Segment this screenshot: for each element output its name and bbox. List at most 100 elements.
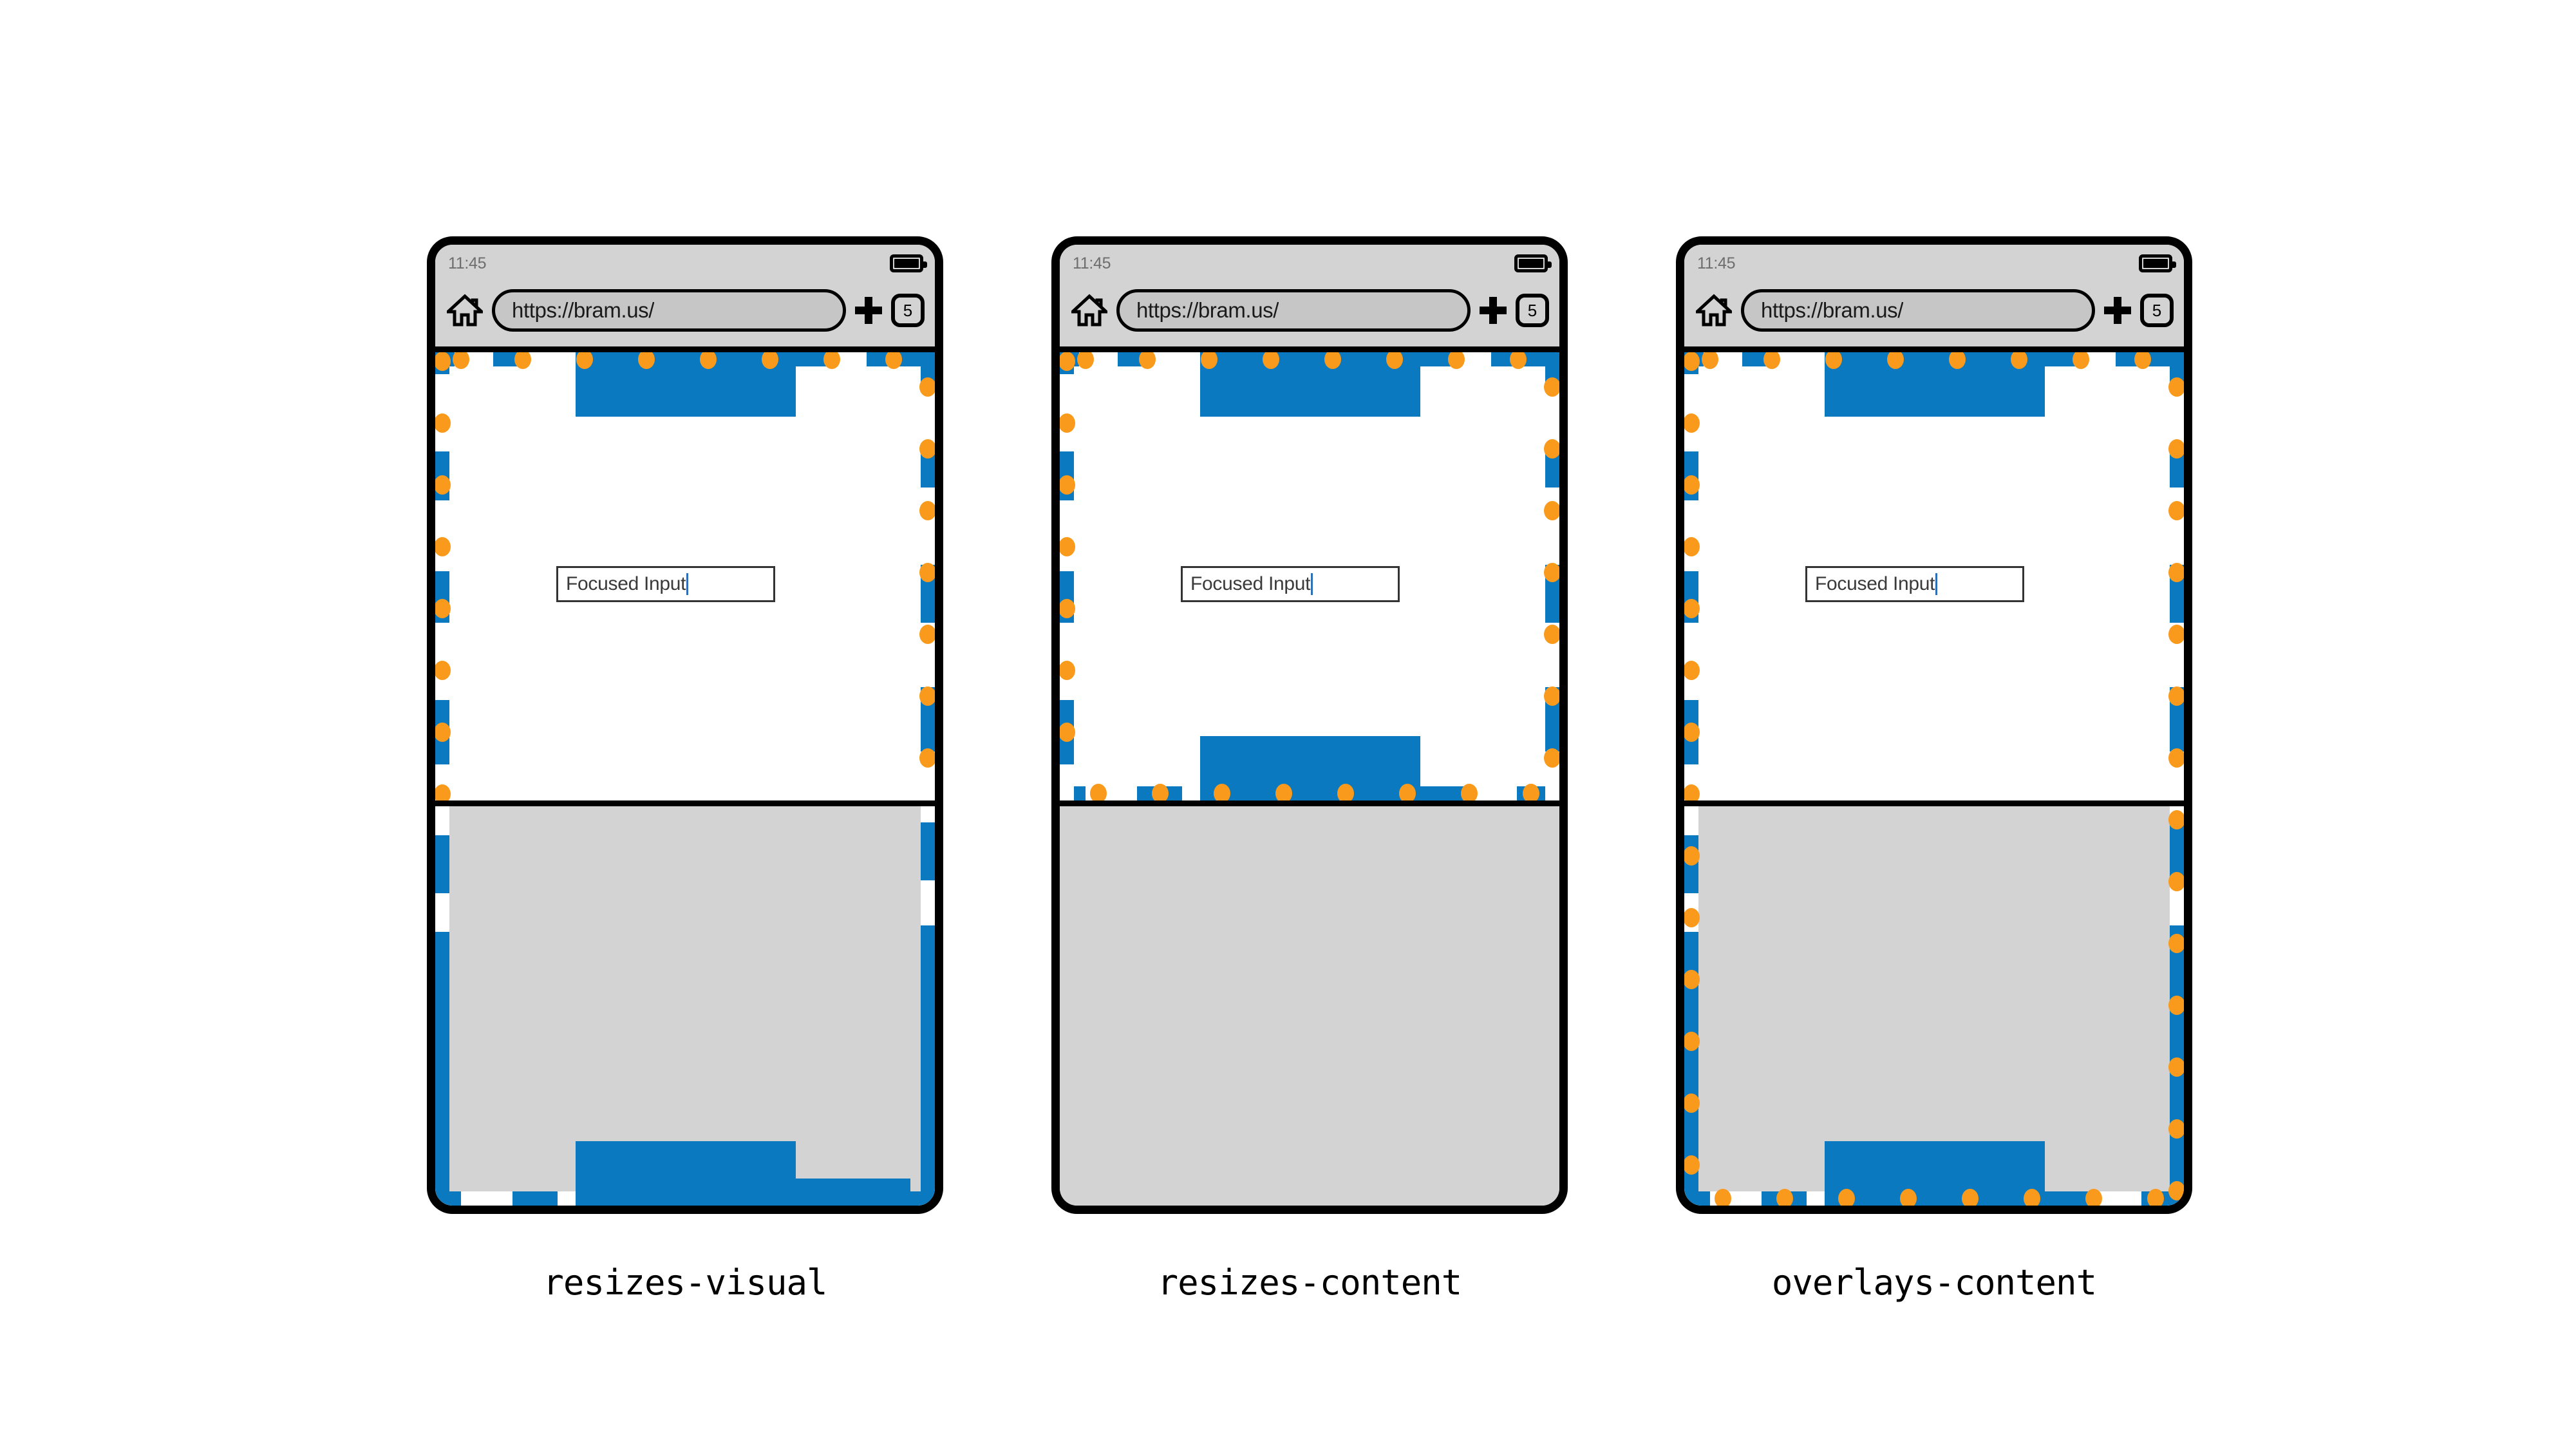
plus-icon[interactable] bbox=[1480, 297, 1507, 324]
page-content-layer-overflow: Focused Input bbox=[435, 806, 935, 1206]
edge-marker-dot bbox=[1448, 352, 1465, 369]
edge-marker-dot bbox=[1887, 352, 1904, 369]
page-footer-block bbox=[1825, 1141, 2045, 1206]
edge-marker-dot bbox=[1060, 352, 1075, 371]
virtual-keyboard bbox=[1060, 800, 1559, 1206]
page-edge-gap bbox=[1060, 764, 1074, 800]
edge-marker-dot bbox=[2085, 1189, 2102, 1206]
edge-marker-dot bbox=[2168, 377, 2184, 397]
edge-marker-dot bbox=[1337, 784, 1354, 800]
tab-count-button[interactable]: 5 bbox=[891, 294, 925, 327]
page-edge-gap bbox=[435, 893, 449, 932]
edge-marker-dot bbox=[2168, 563, 2184, 582]
edge-marker-dot bbox=[1684, 1094, 1700, 1113]
edge-marker-dot bbox=[1060, 723, 1075, 742]
focused-input-value: Focused Input bbox=[1190, 573, 1311, 594]
tab-count-button[interactable]: 5 bbox=[1516, 294, 1549, 327]
url-bar[interactable]: https://bram.us/ bbox=[1116, 289, 1471, 332]
edge-marker-dot bbox=[1544, 501, 1559, 520]
figure-caption-resizes-content: resizes-content bbox=[1157, 1262, 1463, 1303]
virtual-keyboard: Focused Input bbox=[435, 800, 935, 1206]
page-edge-gap bbox=[1684, 374, 1698, 451]
phone-screen: Focused InputFocused Input bbox=[435, 352, 935, 1206]
edge-marker-dot bbox=[435, 599, 451, 618]
edge-marker-dot bbox=[1702, 352, 1718, 369]
plus-icon[interactable] bbox=[2104, 297, 2131, 324]
home-icon[interactable] bbox=[447, 294, 483, 327]
browser-chrome: 11:45 https://bram.us/5 bbox=[1684, 245, 2184, 352]
edge-marker-dot bbox=[2168, 1119, 2184, 1139]
edge-marker-dot bbox=[919, 377, 935, 397]
edge-marker-dot bbox=[919, 439, 935, 459]
url-bar[interactable]: https://bram.us/ bbox=[492, 289, 846, 332]
page-edge-gap bbox=[1768, 352, 1826, 366]
edge-marker-dot bbox=[2168, 687, 2184, 706]
focused-input-field[interactable]: Focused Input bbox=[1181, 566, 1400, 602]
home-icon[interactable] bbox=[1071, 294, 1107, 327]
edge-marker-dot bbox=[2024, 1189, 2040, 1206]
url-bar[interactable]: https://bram.us/ bbox=[1741, 289, 2095, 332]
page-edge-gap bbox=[1545, 391, 1559, 449]
edge-marker-dot bbox=[1510, 352, 1527, 369]
edge-marker-dot bbox=[1201, 352, 1217, 369]
page-edge-gap bbox=[1143, 352, 1201, 366]
tab-count-button[interactable]: 5 bbox=[2140, 294, 2174, 327]
phone-screen: Focused InputFocused Input bbox=[1684, 352, 2184, 1206]
page-edge-gap bbox=[921, 391, 935, 449]
focused-input-field[interactable]: Focused Input bbox=[1805, 566, 2024, 602]
page-edge-gap bbox=[2170, 391, 2184, 449]
edge-marker-dot bbox=[1715, 1189, 1731, 1206]
edge-marker-dot bbox=[435, 537, 451, 556]
page-edge-gap bbox=[1545, 488, 1559, 565]
status-bar-clock: 11:45 bbox=[1697, 254, 1736, 272]
url-text: https://bram.us/ bbox=[1761, 298, 1904, 322]
page-edge-gap bbox=[1060, 500, 1074, 571]
edge-marker-dot bbox=[514, 352, 531, 369]
edge-marker-dot bbox=[1263, 352, 1279, 369]
page-footer-block-wide bbox=[576, 1179, 910, 1206]
page-edge-gap bbox=[921, 806, 935, 822]
edge-marker-dot bbox=[919, 501, 935, 520]
edge-marker-dot bbox=[1139, 352, 1156, 369]
url-text: https://bram.us/ bbox=[1136, 298, 1279, 322]
edge-marker-dot bbox=[1060, 661, 1075, 680]
edge-marker-dot bbox=[576, 352, 593, 369]
edge-marker-dot bbox=[2168, 1181, 2184, 1200]
browser-toolbar: https://bram.us/5 bbox=[1060, 278, 1559, 343]
figure-caption-resizes-visual: resizes-visual bbox=[543, 1262, 827, 1303]
edge-marker-dot bbox=[1949, 352, 1966, 369]
page-header-block bbox=[1200, 352, 1420, 417]
battery-full-icon bbox=[890, 254, 927, 272]
edge-marker-dot bbox=[1684, 352, 1700, 371]
page-edge-gap bbox=[2096, 1191, 2141, 1206]
page-content-layer: Focused Input bbox=[1060, 352, 1559, 800]
browser-toolbar: https://bram.us/5 bbox=[1684, 278, 2184, 343]
edge-marker-dot bbox=[2168, 1057, 2184, 1077]
page-edge-gap bbox=[435, 500, 449, 571]
focused-input-field[interactable]: Focused Input bbox=[556, 566, 775, 602]
status-bar: 11:45 bbox=[1684, 251, 2184, 276]
edge-marker-dot bbox=[2168, 625, 2184, 644]
edge-marker-dot bbox=[2168, 748, 2184, 768]
page-content-layer: Focused Input bbox=[435, 352, 935, 800]
edge-marker-dot bbox=[1684, 475, 1700, 495]
focused-input-value: Focused Input bbox=[566, 573, 686, 594]
edge-marker-dot bbox=[1060, 475, 1075, 495]
edge-marker-dot bbox=[919, 563, 935, 582]
edge-marker-dot bbox=[919, 748, 935, 768]
plus-icon[interactable] bbox=[855, 297, 882, 324]
edge-marker-dot bbox=[1386, 352, 1403, 369]
edge-marker-dot bbox=[1461, 784, 1478, 800]
edge-marker-dot bbox=[1684, 537, 1700, 556]
page-footer-block bbox=[1200, 736, 1420, 800]
web-viewport: Focused Input bbox=[1684, 352, 2184, 800]
edge-marker-dot bbox=[1684, 599, 1700, 618]
edge-marker-dot bbox=[1684, 1032, 1700, 1051]
home-icon[interactable] bbox=[1696, 294, 1732, 327]
